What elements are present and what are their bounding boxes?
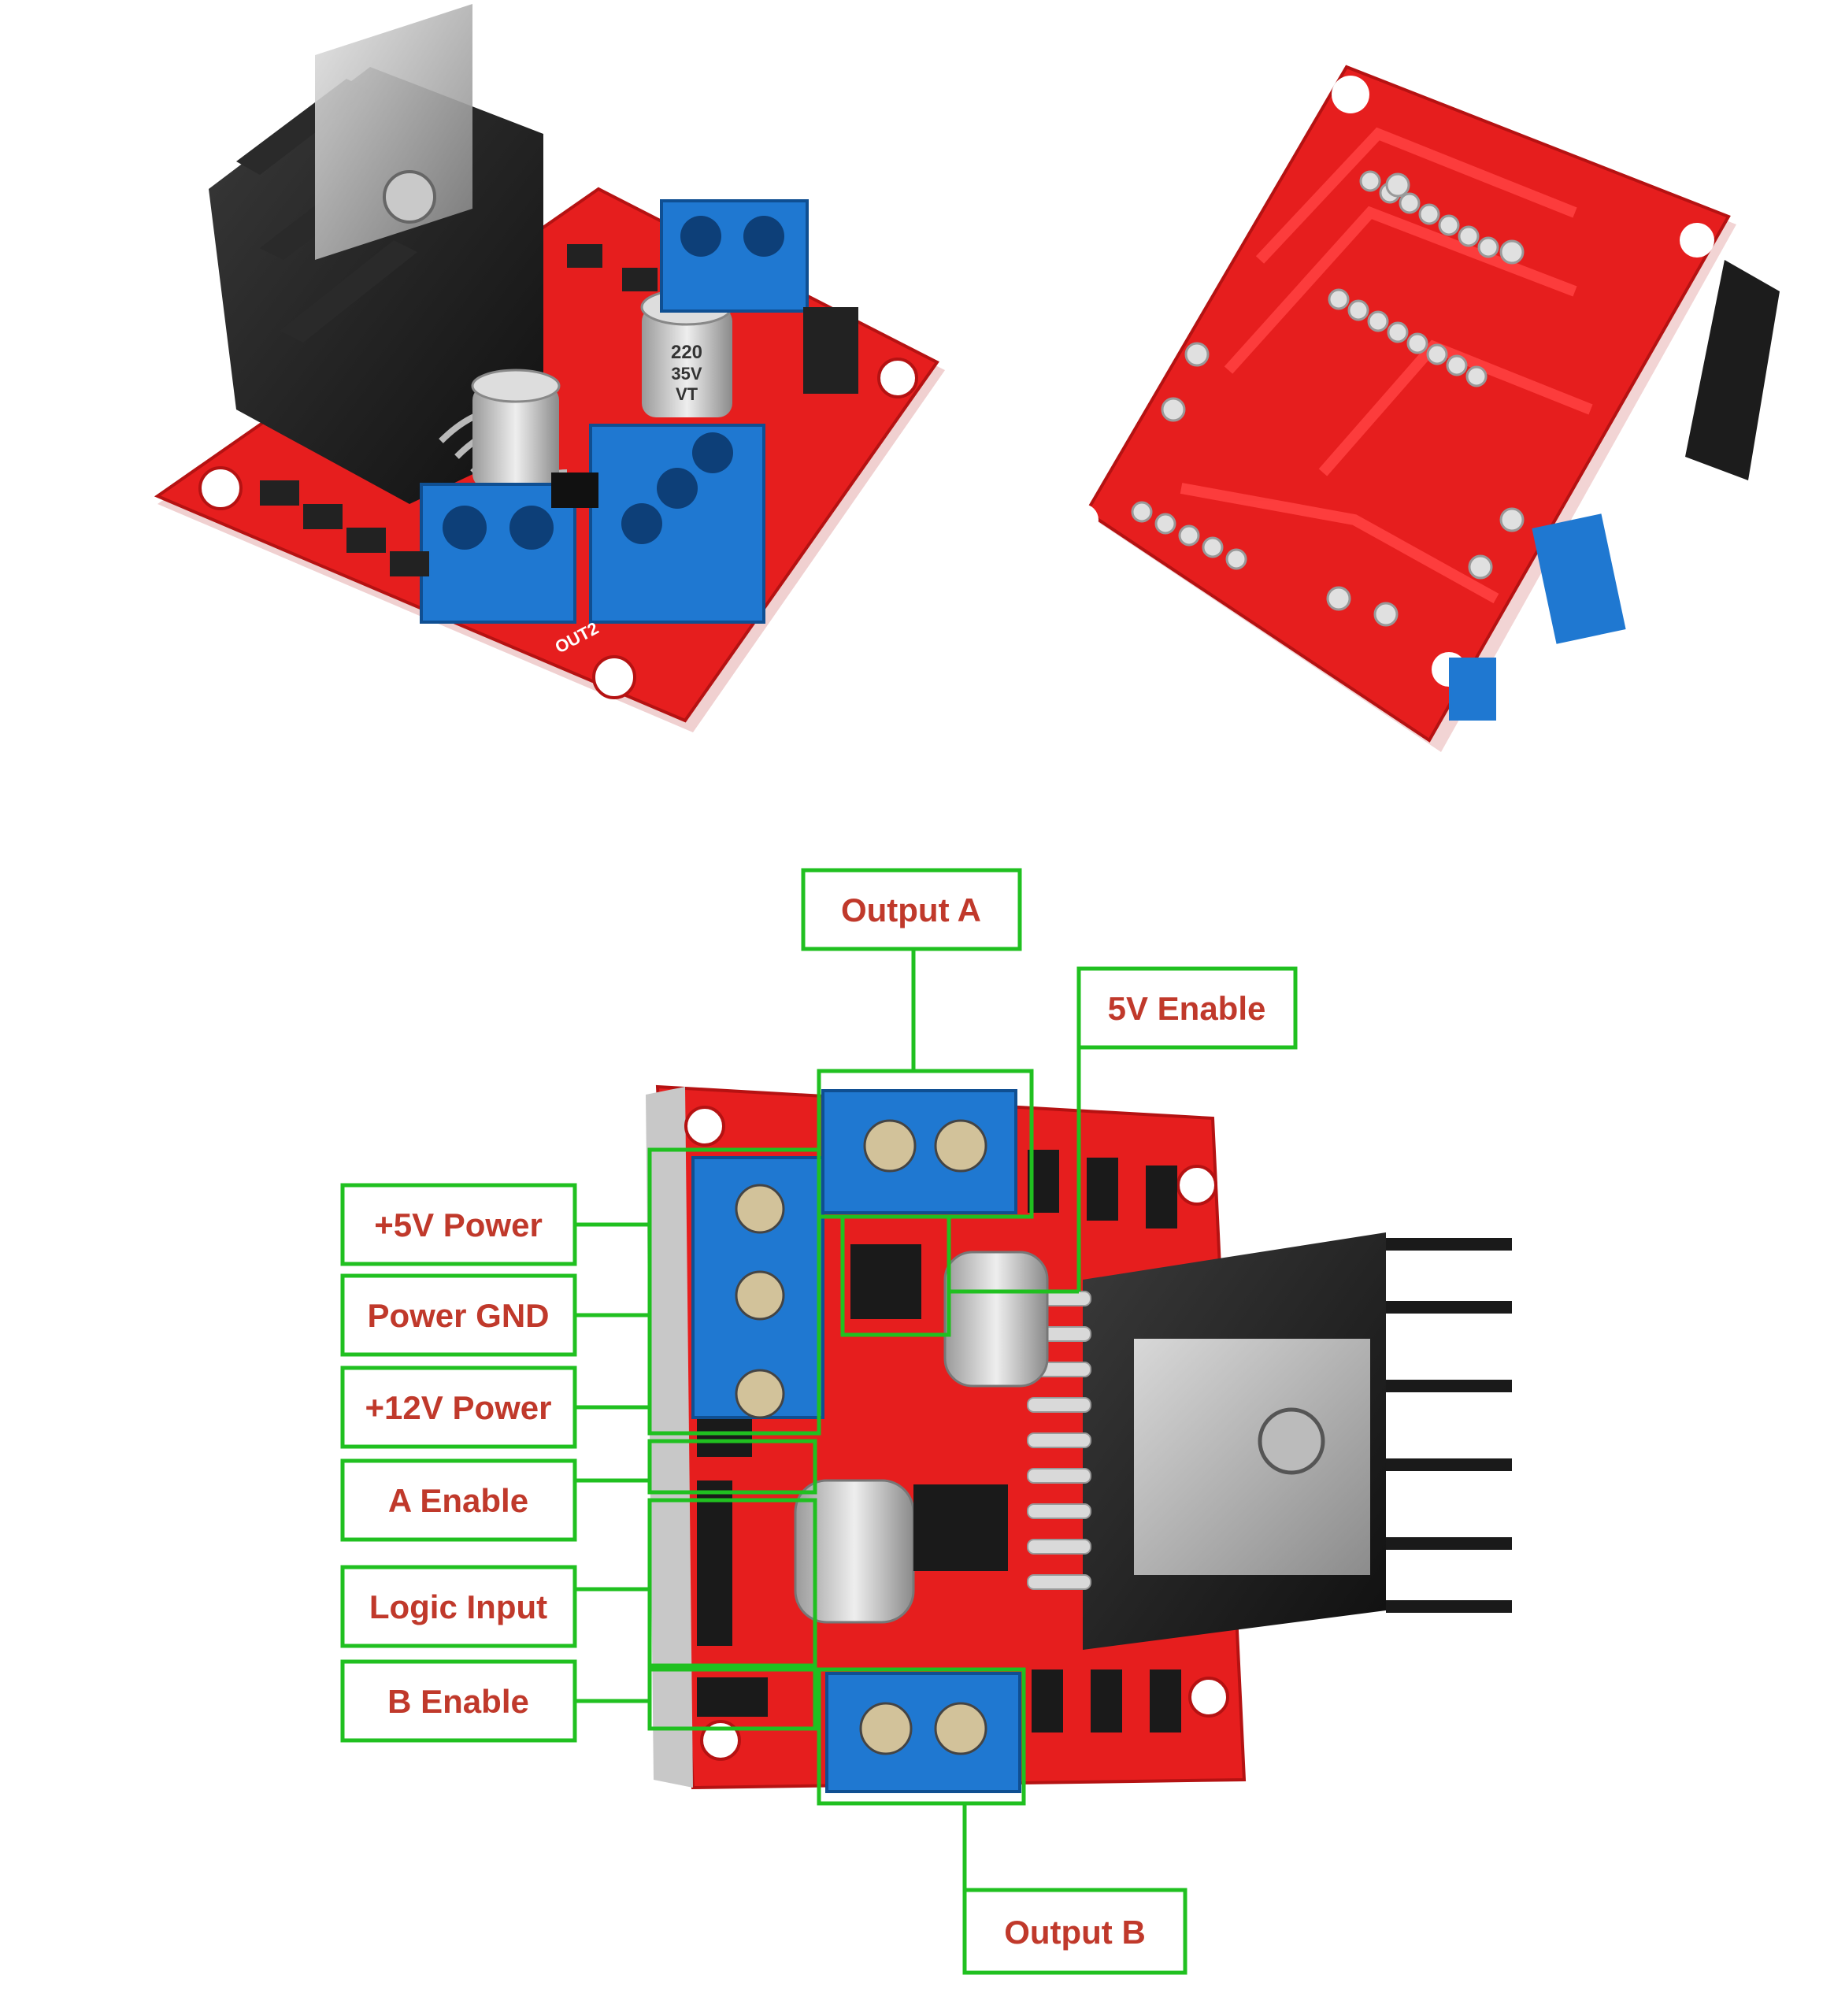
labelled-board-photo [646,1084,1512,1793]
label-output-b-text: Output B [1004,1914,1146,1951]
terminal-output-a [821,1089,1017,1214]
label-logic-input: Logic Input [340,1565,577,1648]
label-b-enable: B Enable [340,1659,577,1743]
capacitor-top [943,1251,1049,1388]
label-output-b: Output B [962,1888,1187,1975]
terminal-power [691,1156,824,1419]
cap-marking-vt: VT [676,384,698,404]
board-back-photo [1067,65,1780,752]
board-front-photo: 220 35V VT OUT2 [154,4,945,732]
capacitor-1 [471,369,561,488]
label-plus5v-power: +5V Power [340,1183,577,1266]
terminal-output-b [825,1672,1021,1793]
terminal-block-top [660,199,809,313]
label-5v-enable: 5V Enable [1076,966,1298,1050]
label-plus5v-power-text: +5V Power [374,1206,543,1243]
label-b-enable-text: B Enable [387,1683,529,1720]
label-power-gnd-text: Power GND [367,1297,549,1334]
label-logic-input-text: Logic Input [369,1588,547,1625]
label-output-a: Output A [801,868,1022,951]
heatsink-bottom [1083,1232,1512,1650]
callout-lines [575,949,1081,1933]
cap-marking-35v: 35V [671,364,702,384]
cap-marking-220: 220 [671,342,702,363]
label-power-gnd: Power GND [340,1273,577,1357]
label-plus12v-power-text: +12V Power [365,1389,552,1426]
heatsink [209,4,543,504]
label-5v-enable-text: 5V Enable [1108,990,1266,1027]
label-output-a-text: Output A [841,891,981,928]
label-plus12v-power: +12V Power [340,1366,577,1449]
terminal-block-right [589,424,765,624]
terminal-block-left [420,483,576,624]
label-a-enable-text: A Enable [388,1482,528,1519]
label-a-enable: A Enable [340,1458,577,1542]
